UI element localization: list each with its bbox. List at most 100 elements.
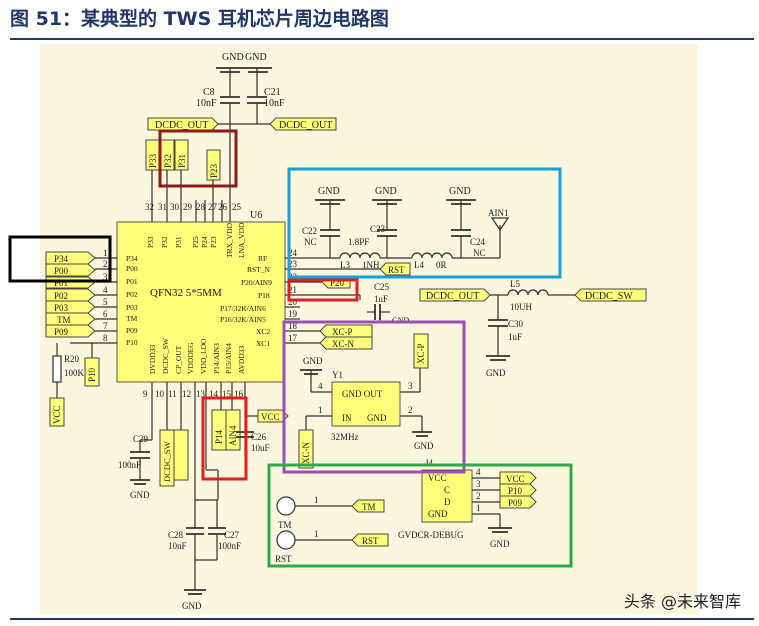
pin-name: P31 xyxy=(174,236,183,248)
xc-p-tag: XC-P xyxy=(416,343,426,364)
c30-value: 1uF xyxy=(508,332,522,342)
pin-num: 5 xyxy=(103,297,108,307)
inh-value: 1NH xyxy=(362,260,380,270)
pin-name: XC1 xyxy=(256,339,270,348)
tm-tag: TM xyxy=(362,502,376,512)
gnd-out-label: GND OUT xyxy=(342,389,383,399)
pin-name: P18 xyxy=(258,291,270,300)
j4-d: D xyxy=(444,497,451,507)
p23-tag: P23 xyxy=(209,163,219,178)
c27-value: 100nF xyxy=(218,541,241,551)
pin-num: 3 xyxy=(103,272,108,282)
highlight-box-green xyxy=(267,463,573,568)
pin-num: 13 xyxy=(196,389,206,399)
pin-name: P10 xyxy=(126,338,138,347)
gnd-label: GND xyxy=(245,52,267,63)
gnd-label: GND xyxy=(182,601,202,611)
p02-tag: P02 xyxy=(54,291,68,301)
pin-num: 29 xyxy=(183,202,193,212)
pin-num: 15 xyxy=(222,389,232,399)
u6-label: U6 xyxy=(250,210,262,221)
p31-tag: P31 xyxy=(177,154,187,168)
pin-num: 12 xyxy=(182,389,191,399)
pin-num: 17 xyxy=(288,333,298,343)
top-pin-tags: P33 P32 P31 P23 xyxy=(145,124,231,222)
pin-num: 1 xyxy=(314,495,319,505)
pin-name: P02 xyxy=(126,290,138,299)
watermark: 头条 @未来智库 xyxy=(623,592,741,611)
pin-num: 30 xyxy=(170,202,180,212)
gnd-label: GND xyxy=(490,539,510,549)
r20-value: 100K xyxy=(64,368,85,378)
c28-value: 10nF xyxy=(168,541,187,551)
gnd-label: GND xyxy=(367,413,387,423)
pin-num: 20 xyxy=(288,297,298,307)
pin-name: P14/AIN3 xyxy=(212,343,221,374)
in-label: IN xyxy=(342,413,352,423)
pin-num: 11 xyxy=(168,389,177,399)
highlight-boxes xyxy=(8,129,573,568)
pin-num: 4 xyxy=(318,381,323,391)
p14-tag: P14 xyxy=(214,429,224,444)
pin-num: 25 xyxy=(232,202,242,212)
left-pins: 1 2 3 4 5 6 7 8 P34 P00 P01 P02 P03 TM P… xyxy=(45,248,117,344)
dcdc-out-nets: DCDC_OUT DCDC_OUT xyxy=(147,117,337,131)
gnd-label: GND xyxy=(449,186,471,197)
j4-vcc: VCC xyxy=(428,473,447,483)
pin-name: RF xyxy=(258,254,267,263)
pin-name: P03 xyxy=(126,303,138,312)
pin-num: 28 xyxy=(196,202,206,212)
vcc-tag: VCC xyxy=(506,474,525,484)
pin-name: RST_N xyxy=(247,265,271,274)
l5-value: 10UH xyxy=(510,302,532,312)
pin-name: TRX_VDD xyxy=(225,222,234,258)
c26-label: C26 xyxy=(251,432,267,442)
c29-value: 100nF xyxy=(118,460,141,470)
rst-tag: RST xyxy=(362,536,379,546)
pin-num: 3 xyxy=(476,479,481,489)
chip-u6: U6 QFN32 5*5MM P33 P32 P31 P25 P24 P23 T… xyxy=(116,210,286,383)
pin-num: 14 xyxy=(209,389,219,399)
pin-num: 26 xyxy=(218,202,228,212)
dcdc-inductor: DCDC_OUT DCDC_SW L5 10UH C30 1uF GND xyxy=(419,279,647,378)
highlight-box-black xyxy=(8,235,112,283)
gnd-label: GND xyxy=(318,186,340,197)
c26-value: 10uF xyxy=(251,443,270,453)
dcdc-sw-tag: DCDC_SW xyxy=(162,441,172,482)
pin-name: P25 xyxy=(191,236,200,248)
l3-label: L3 xyxy=(340,260,350,270)
p32-tag: P32 xyxy=(163,154,173,168)
c8-label: C8 xyxy=(203,87,215,98)
c29-label: C29 xyxy=(133,434,149,444)
gnd-label: GND xyxy=(303,356,323,366)
pin-name: CP_OUT xyxy=(174,345,183,374)
crystal-y1: GND Y1 GND OUT IN GND 32MHz 4 3 1 2 XC-P… xyxy=(298,333,434,469)
pin-name: DVDD33 xyxy=(148,345,157,374)
c21-label: C21 xyxy=(264,87,281,98)
c23-label: C23 xyxy=(370,224,386,234)
top-decoupling: GND GND C8 10nF C21 10nF xyxy=(196,52,285,124)
l5-label: L5 xyxy=(510,279,520,289)
pin-name: P15/AIN4 xyxy=(224,343,233,374)
pin-num: 31 xyxy=(158,202,167,212)
top-pin-numbers: 32 31 30 29 28 27 26 25 xyxy=(145,202,242,212)
c25-value: 1uF xyxy=(374,294,388,304)
vcc-tag: VCC xyxy=(52,405,62,424)
p03-tag: P03 xyxy=(54,303,69,313)
j4-label: J4 xyxy=(425,458,434,468)
c24-value: NC xyxy=(473,248,486,258)
pin-num: 21 xyxy=(288,285,297,295)
r20-label: R20 xyxy=(64,354,80,364)
pin-name: P33 xyxy=(146,236,155,248)
pin-num: 6 xyxy=(103,309,108,319)
pin-name: P23 xyxy=(209,236,218,248)
pin-num: 4 xyxy=(476,467,481,477)
pin-num: 23 xyxy=(288,259,298,269)
pin-num: 2 xyxy=(408,405,413,415)
c25-label: C25 xyxy=(374,282,390,292)
p09-tag: P09 xyxy=(54,327,69,337)
pin-num: 1 xyxy=(103,248,108,258)
tm-testpoint-label: TM xyxy=(278,520,292,530)
pin-num: 9 xyxy=(143,389,148,399)
